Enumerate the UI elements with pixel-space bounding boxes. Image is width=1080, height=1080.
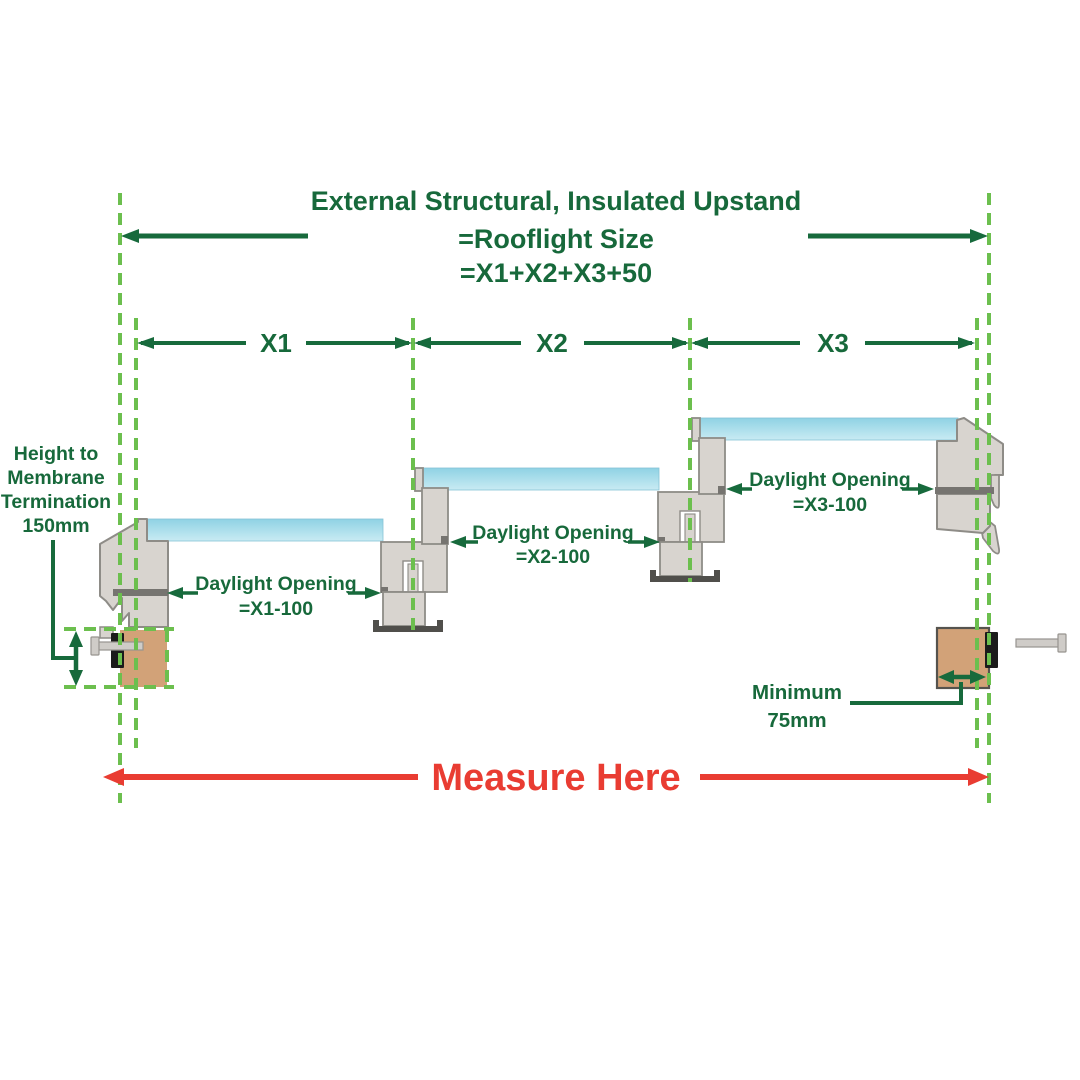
daylight-edge-band-left (113, 589, 168, 596)
height-leader-line (51, 540, 76, 660)
screw-right-head (1057, 633, 1067, 653)
screw-left-head (90, 636, 100, 656)
screw-right-shaft (1015, 638, 1063, 648)
measure-here-label: Measure Here (431, 757, 680, 799)
daylight-edge-notch-m1-right (441, 536, 448, 544)
dashed-membrane-height-lines (64, 627, 174, 689)
height-label-line-2: Membrane (7, 467, 105, 489)
height-label-line-1: Height to (14, 443, 99, 465)
daylight-edge-notch-m2-right (718, 486, 725, 494)
daylight-edge-notch-m1-left (381, 587, 388, 593)
daylight-x3-line-1: Daylight Opening (749, 469, 910, 491)
daylight-x2-line-1: Daylight Opening (472, 522, 633, 544)
dimension-x1-label: X1 (260, 328, 292, 358)
daylight-edge-band-right (935, 487, 994, 494)
title-line-2: =Rooflight Size (458, 224, 654, 254)
sill-plate-m1 (373, 620, 443, 632)
arrowhead (970, 229, 988, 243)
glass-panel-3 (698, 417, 959, 441)
daylight-edge-notch-m2-left (658, 537, 665, 543)
minimum-label-line-2: 75mm (767, 709, 826, 732)
dimension-arrows (51, 229, 988, 705)
daylight-x1-line-1: Daylight Opening (195, 573, 356, 595)
minimum-label-line-1: Minimum (752, 681, 842, 704)
daylight-x3-line-2: =X3-100 (793, 494, 867, 516)
daylight-x1-line-2: =X1-100 (239, 598, 313, 620)
dimension-x3-label: X3 (817, 328, 849, 358)
dimension-x2-label: X2 (536, 328, 568, 358)
measure-here-arrow (103, 768, 989, 786)
glass-panel-2 (421, 467, 660, 491)
daylight-x2-line-2: =X2-100 (516, 546, 590, 568)
arrowhead (121, 229, 139, 243)
height-label-line-4: 150mm (22, 515, 89, 537)
glass-panel-1 (145, 518, 384, 542)
title-line-1: External Structural, Insulated Upstand (311, 186, 802, 216)
setting-out-lines (64, 193, 991, 803)
minimum-leader-line (850, 682, 963, 705)
height-label-line-3: Termination (1, 491, 111, 513)
title-line-3: =X1+X2+X3+50 (460, 258, 652, 288)
membrane-strip-right (985, 632, 998, 668)
sill-plate-m2 (650, 570, 720, 582)
